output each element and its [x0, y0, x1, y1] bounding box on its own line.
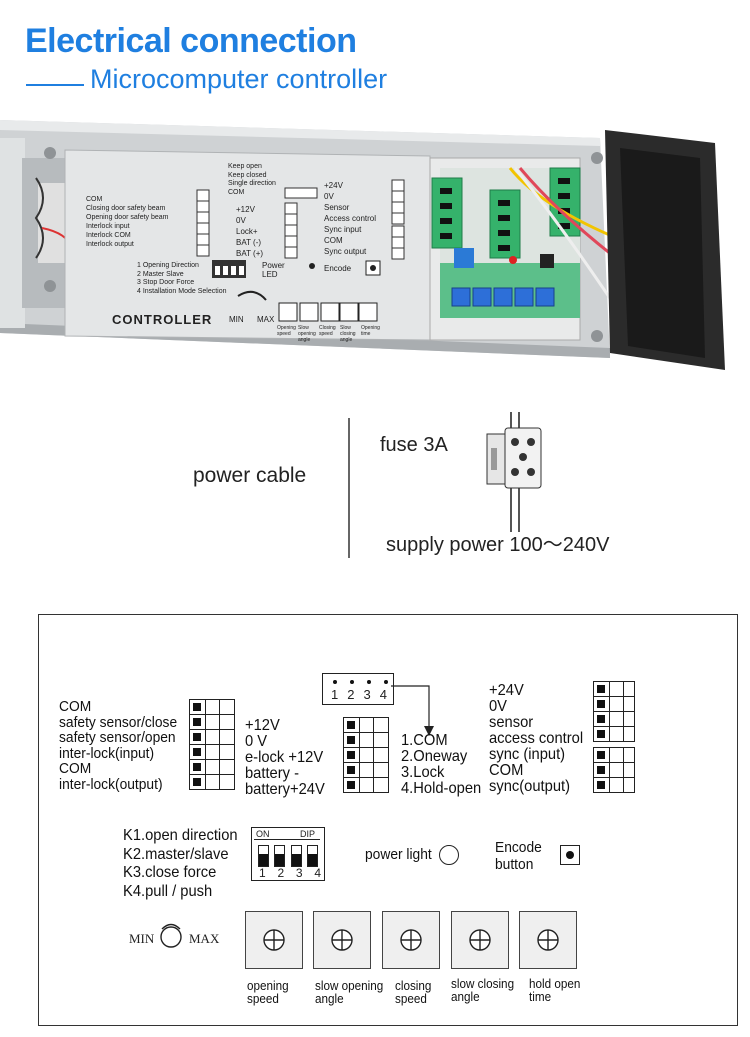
mid-labels: +12V 0 V e-lock +12V battery - battery+2…	[245, 717, 325, 798]
dip-on-line	[254, 839, 320, 840]
controller-photo: COM Closing door safety beam Opening doo…	[0, 108, 750, 390]
mode-connector-pins	[333, 680, 388, 684]
dip-levers	[258, 845, 318, 867]
potentiometer-icon	[331, 929, 353, 951]
page-title: Electrical connection	[25, 22, 357, 60]
photo-knob-labels: Opening speed Slow opening angle Closing…	[277, 325, 380, 343]
dip-title: DIP	[300, 829, 316, 839]
max-label: MAX	[189, 931, 220, 946]
subtitle-line	[26, 84, 84, 86]
mid-terminal-block	[343, 717, 389, 793]
page-subtitle: Microcomputer controller	[90, 64, 388, 94]
dip-function-labels: K1.open direction K2.master/slave K3.clo…	[123, 827, 238, 900]
photo-power-led-label: Power LED	[262, 261, 285, 279]
fuse-label: fuse 3A	[380, 434, 448, 456]
potentiometer-icon	[537, 929, 559, 951]
photo-min-label: MIN	[229, 315, 244, 324]
mode-connector-numbers: 1 2 3 4	[331, 687, 387, 702]
mode-connector: 1 2 3 4	[322, 673, 394, 705]
right-labels: +24V 0V sensor access control sync (inpu…	[489, 682, 584, 795]
power-light-icon	[439, 845, 459, 865]
knob-opening-speed[interactable]	[245, 911, 303, 969]
left-terminal-block	[189, 699, 235, 790]
potentiometer-icon	[469, 929, 491, 951]
knob-slow-closing-angle[interactable]	[451, 911, 509, 969]
encode-button-label: Encode button	[495, 839, 542, 873]
mode-labels: 1.COM 2.Oneway 3.Lock 4.Hold-open	[401, 732, 482, 797]
mode-arrow-icon	[391, 685, 434, 736]
dip-switch: ON DIP 1 2 3 4	[251, 827, 325, 881]
encode-button-dot-icon	[566, 851, 574, 859]
supply-power-label: supply power 100～240V	[386, 534, 610, 556]
power-divider	[348, 418, 350, 558]
min-label: MIN	[129, 931, 155, 946]
left-labels: COM safety sensor/close safety sensor/op…	[59, 698, 178, 793]
photo-mid-labels: +12V 0V Lock+ BAT (-) BAT (+)	[236, 205, 264, 258]
photo-dip-labels: 1 Opening Direction 2 Master Slave 3 Sto…	[137, 262, 227, 295]
fuse-icon	[486, 412, 542, 532]
photo-encode-label: Encode	[324, 264, 352, 273]
dip-on-label: ON	[256, 829, 270, 839]
right-terminal-block-top	[593, 681, 635, 742]
knob-slow-opening-angle[interactable]	[313, 911, 371, 969]
photo-max-label: MAX	[257, 315, 275, 324]
knob-hold-open-time[interactable]	[519, 911, 577, 969]
dip-numbers: 1 2 3 4	[259, 866, 321, 880]
potentiometer-icon	[263, 929, 285, 951]
encode-button[interactable]	[560, 845, 580, 865]
photo-right-labels: +24V 0V Sensor Access control Sync input…	[324, 181, 377, 256]
power-light-label: power light	[365, 846, 432, 863]
photo-top-labels: Keep open Keep closed Single direction C…	[228, 163, 276, 196]
controller-photo-svg	[0, 120, 725, 370]
right-terminal-block-bottom	[593, 747, 635, 793]
photo-left-labels: COM Closing door safety beam Opening doo…	[86, 196, 169, 248]
rotation-dial-icon	[160, 923, 182, 948]
power-cable-label: power cable	[193, 464, 307, 487]
wiring-diagram: COM safety sensor/close safety sensor/op…	[38, 614, 738, 1026]
knob-closing-speed[interactable]	[382, 911, 440, 969]
potentiometer-icon	[400, 929, 422, 951]
photo-controller-label: CONTROLLER	[112, 312, 213, 327]
